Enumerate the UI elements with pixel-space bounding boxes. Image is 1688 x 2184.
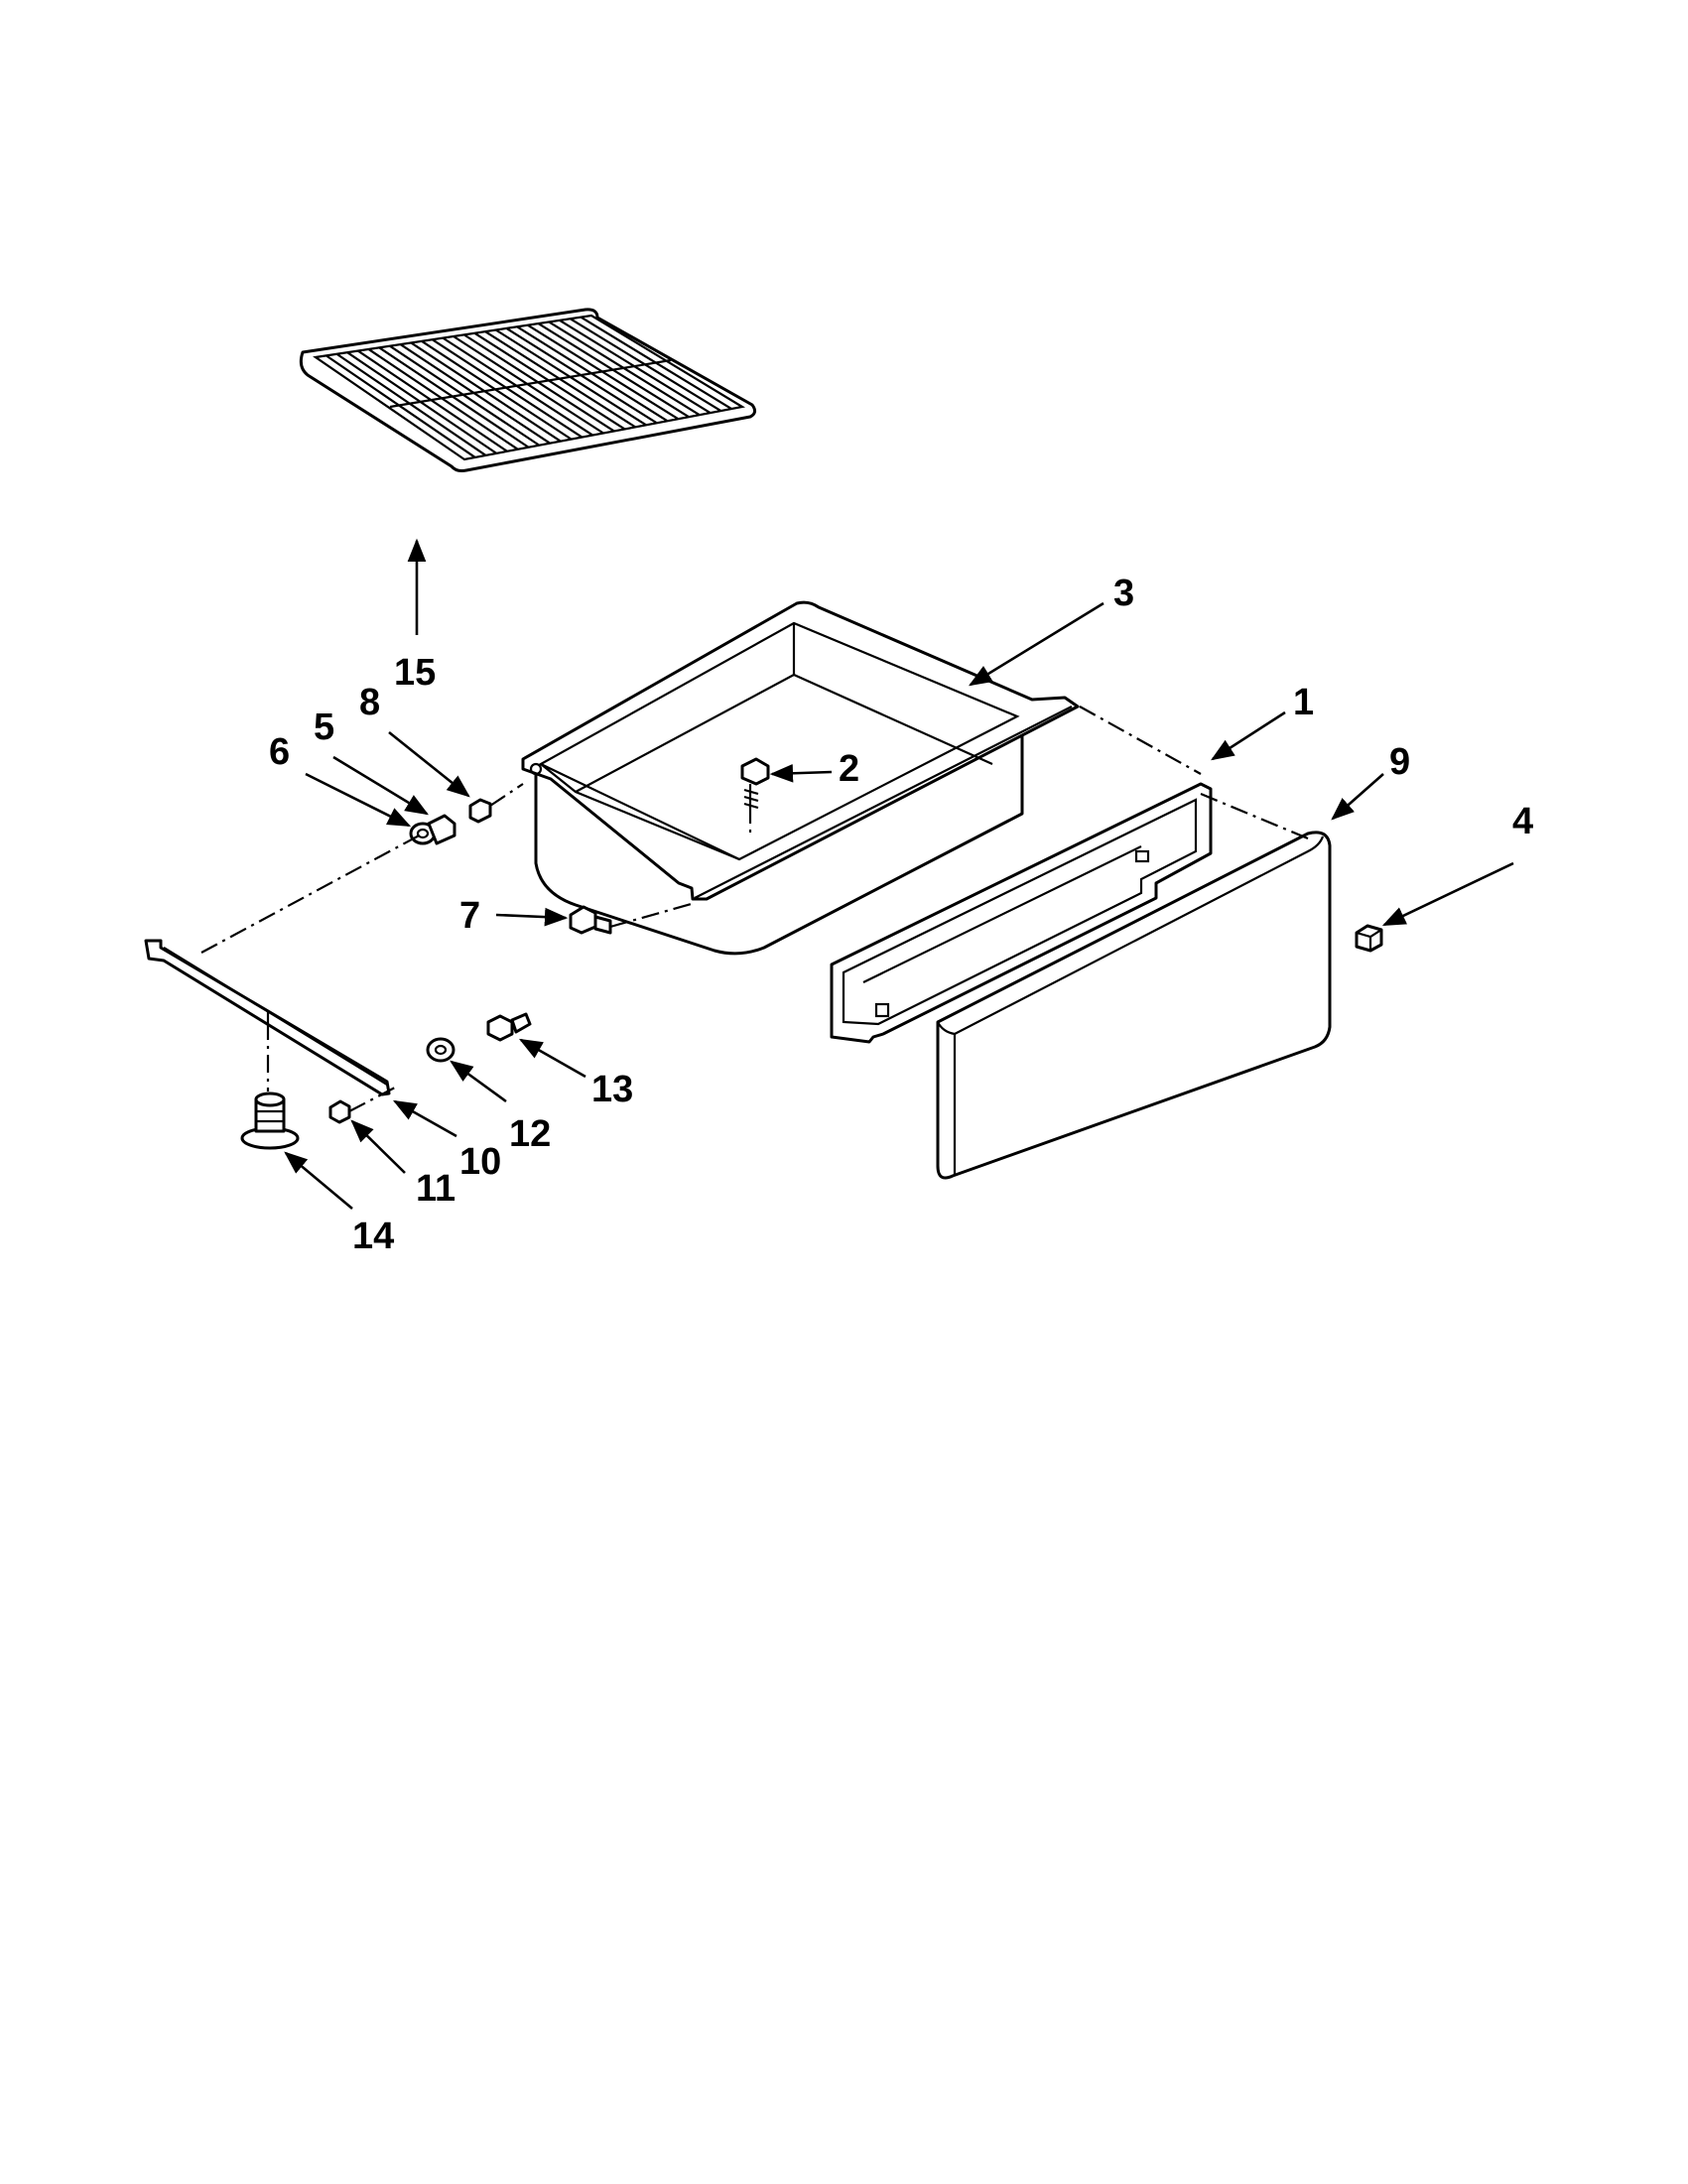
fasteners — [328, 1012, 532, 1124]
callout-11: 11 — [416, 1168, 455, 1210]
drawer-pan — [521, 600, 1080, 956]
rack-wire — [357, 349, 508, 452]
drawer-slide-rail — [144, 939, 391, 1096]
leader-arrows — [284, 538, 1514, 1210]
callout-7: 7 — [459, 895, 480, 937]
roller-assembly — [409, 798, 492, 845]
callout-14: 14 — [352, 1216, 394, 1257]
callout-12: 12 — [509, 1113, 551, 1155]
nut — [1355, 924, 1383, 953]
callout-5: 5 — [314, 707, 334, 748]
callout-1: 1 — [1293, 682, 1314, 723]
callout-13: 13 — [591, 1069, 633, 1110]
assembly-lines — [200, 706, 1309, 1112]
leveling-leg — [240, 1092, 300, 1150]
rack-wire — [378, 346, 530, 449]
rack-wire — [399, 343, 551, 445]
callout-10: 10 — [459, 1141, 501, 1183]
shoulder-bolt — [569, 905, 612, 935]
callout-labels: 15 3 1 9 4 2 8 5 6 7 13 12 10 11 14 — [269, 573, 1533, 1257]
rack-wire — [346, 351, 497, 454]
callout-9: 9 — [1389, 741, 1410, 783]
callout-3: 3 — [1113, 573, 1134, 614]
callout-4: 4 — [1512, 801, 1533, 842]
drawer-front-panel — [936, 831, 1332, 1180]
callout-6: 6 — [269, 731, 290, 773]
rack-wire — [389, 344, 540, 447]
oven-rack — [299, 308, 757, 472]
callout-2: 2 — [839, 748, 859, 790]
rack-wire — [335, 352, 487, 456]
rack-wire — [325, 354, 476, 458]
drawer-inner-panel — [830, 782, 1213, 1044]
callout-15: 15 — [394, 652, 436, 694]
rack-wire — [367, 348, 519, 450]
callout-8: 8 — [359, 682, 380, 723]
screw-pan — [740, 757, 770, 810]
